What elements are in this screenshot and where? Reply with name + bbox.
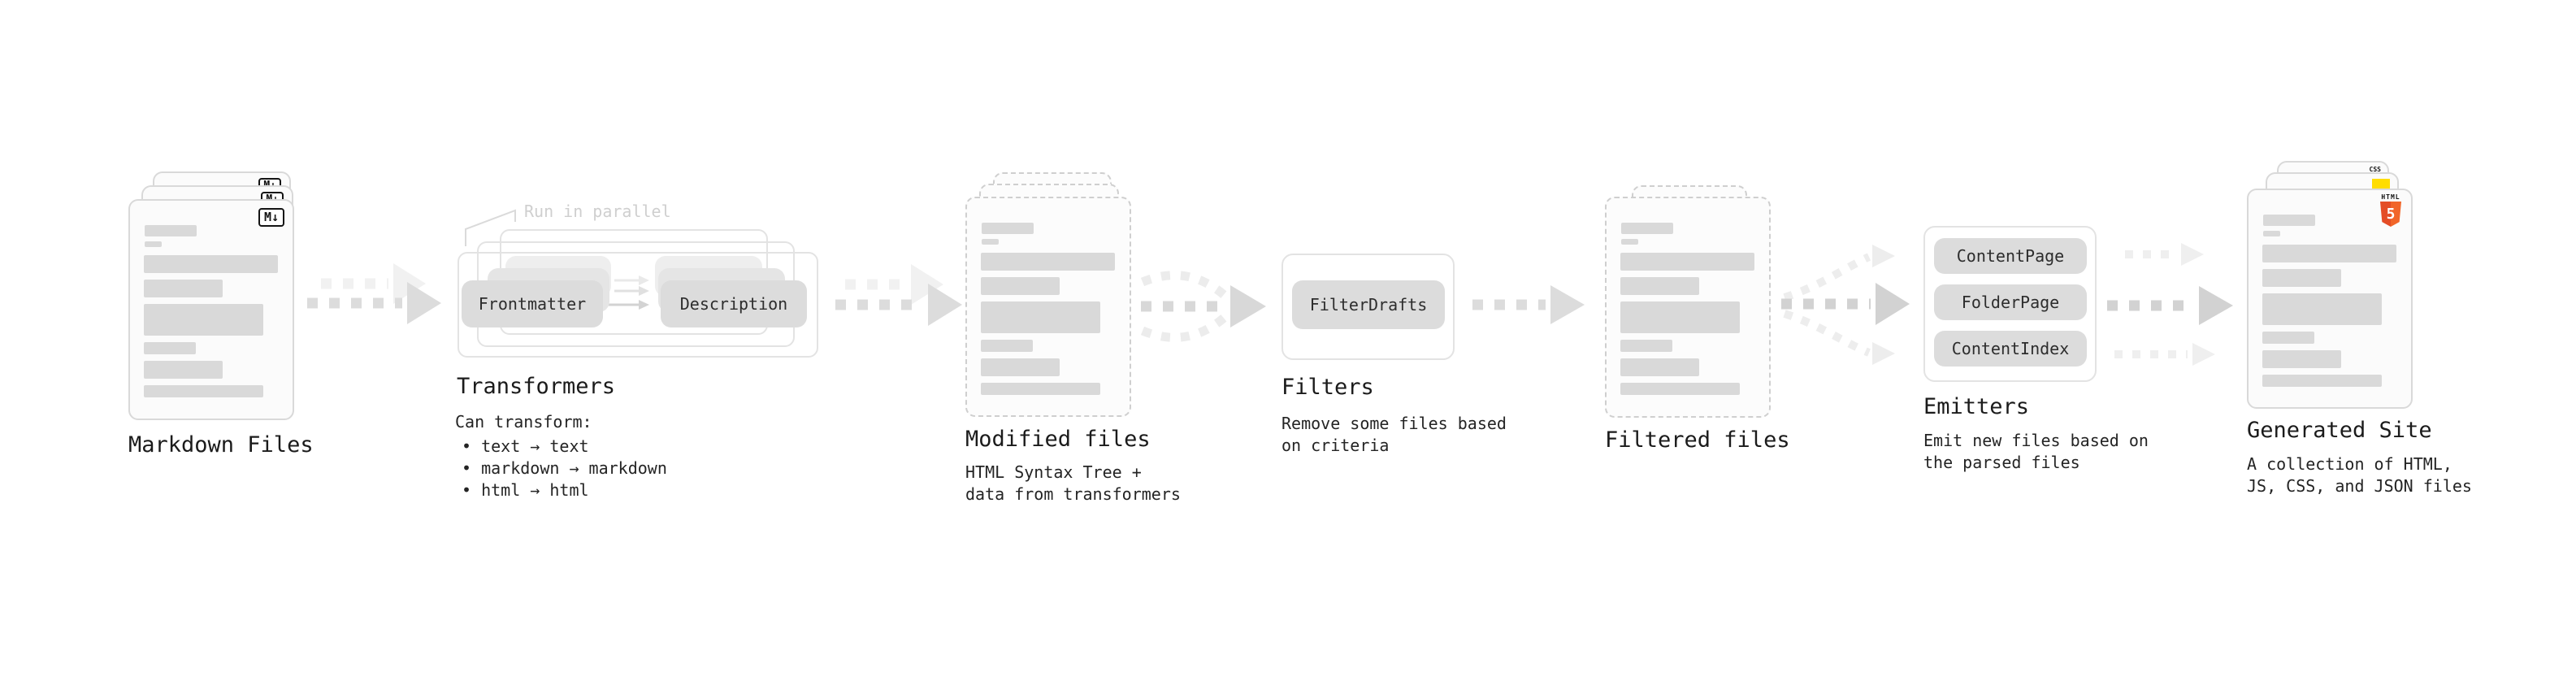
skeleton-text-bar	[1620, 277, 1699, 295]
arrow-emitters-to-generated	[2107, 243, 2233, 366]
arrow-markdown-to-transformers	[307, 263, 441, 324]
skeleton-text-bar	[144, 304, 263, 336]
filtered-files-label: Filtered files	[1605, 427, 1790, 453]
generated-file-card-html: HTML 5	[2247, 189, 2413, 409]
css-icon-label: CSS	[2369, 166, 2381, 173]
transformer-step-arrows	[606, 275, 649, 310]
arrow-transformers-to-modified	[835, 264, 962, 326]
filtered-file-card-front	[1605, 197, 1771, 418]
filters-box	[1281, 254, 1455, 360]
description-node: Description	[661, 280, 807, 327]
skeleton-text-bar	[144, 280, 223, 297]
skeleton-text-bar	[2262, 269, 2341, 287]
filterdrafts-node: FilterDrafts	[1292, 280, 1445, 329]
skeleton-text-bar	[1620, 253, 1754, 271]
skeleton-text-bar	[981, 340, 1033, 352]
html5-icon-number: 5	[2386, 206, 2396, 223]
skeleton-text-bar	[1620, 340, 1672, 352]
html5-icon-shield: 5	[2380, 202, 2401, 227]
skeleton-text-bar	[2262, 332, 2314, 344]
skeleton-text-bar	[2262, 350, 2341, 368]
skeleton-text-bar	[982, 239, 999, 245]
markdown-files-label: Markdown Files	[128, 432, 314, 458]
skeleton-text-bar	[981, 383, 1100, 395]
skeleton-text-bar	[2262, 245, 2396, 262]
transform-bullet: • markdown → markdown	[462, 458, 667, 478]
markdown-file-card-front: M↓	[128, 199, 294, 420]
skeleton-text-bar	[981, 358, 1060, 376]
skeleton-text-bar	[1620, 358, 1699, 376]
filters-caption: Remove some files based on criteria	[1281, 414, 1507, 455]
skeleton-text-bar	[982, 223, 1034, 234]
skeleton-text-bar	[2263, 215, 2315, 226]
filters-label: Filters	[1281, 375, 1374, 400]
modified-files-caption: HTML Syntax Tree + data from transformer…	[965, 462, 1181, 504]
skeleton-text-bar	[981, 277, 1060, 295]
skeleton-text-bar	[1621, 239, 1638, 245]
skeleton-text-bar	[1620, 383, 1740, 395]
arrow-filters-to-filtered	[1472, 285, 1585, 324]
skeleton-text-bar	[144, 255, 278, 273]
folderpage-node: FolderPage	[1934, 284, 2087, 320]
arrow-filtered-to-emitters	[1781, 245, 1910, 365]
skeleton-text-bar	[144, 385, 263, 397]
skeleton-text-bar	[2263, 231, 2280, 236]
markdown-icon: M↓	[258, 208, 284, 227]
skeleton-text-bar	[2262, 375, 2382, 387]
skeleton-text-bar	[1620, 301, 1740, 333]
js-icon	[2372, 179, 2390, 189]
transformers-label: Transformers	[457, 374, 616, 399]
contentpage-node: ContentPage	[1934, 238, 2087, 274]
emitters-box	[1923, 226, 2097, 382]
emitters-caption: Emit new files based on the parsed files	[1923, 431, 2149, 472]
html5-icon: HTML 5	[2380, 193, 2401, 227]
emitters-label: Emitters	[1923, 394, 2030, 419]
skeleton-text-bar	[144, 342, 196, 354]
modified-file-card-front	[965, 197, 1131, 417]
run-in-parallel-annotation: Run in parallel	[524, 202, 671, 221]
html5-icon-word: HTML	[2381, 193, 2400, 201]
transform-bullet: • text → text	[462, 436, 589, 456]
modified-files-label: Modified files	[965, 427, 1151, 452]
frontmatter-node: Frontmatter	[462, 280, 603, 327]
skeleton-text-bar	[981, 253, 1115, 271]
transformers-caption-title: Can transform:	[455, 412, 592, 432]
contentindex-node: ContentIndex	[1934, 331, 2087, 367]
generated-site-label: Generated Site	[2247, 418, 2432, 443]
skeleton-text-bar	[981, 301, 1100, 333]
skeleton-text-bar	[144, 361, 223, 379]
skeleton-text-bar	[145, 225, 197, 236]
skeleton-text-bar	[145, 241, 162, 247]
skeleton-text-bar	[2262, 293, 2382, 325]
transform-bullet: • html → html	[462, 480, 589, 500]
transformer-box-front	[458, 252, 818, 358]
run-in-parallel-callout-line	[465, 209, 516, 246]
arrow-modified-to-filters	[1140, 271, 1266, 342]
generated-site-caption: A collection of HTML, JS, CSS, and JSON …	[2247, 454, 2472, 496]
skeleton-text-bar	[1621, 223, 1673, 234]
